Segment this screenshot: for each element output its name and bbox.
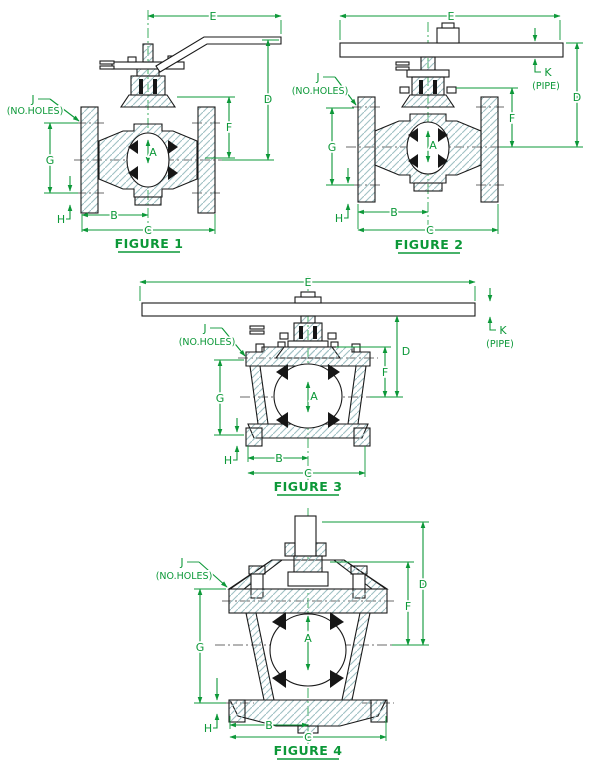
dim-label-G: G [328,141,337,154]
bonnet [400,94,456,108]
dim-label-D: D [573,91,581,104]
dim-label-B: B [390,206,398,219]
figure-4-drawing: D F G H B C A J (NO.HOLES) FIGURE 4 [154,508,429,760]
pipe-handle-bar [339,42,564,58]
dim-label-E: E [448,10,455,23]
left-flange [357,96,376,203]
dim-label-F: F [226,121,232,134]
dim-label-H: H [57,213,65,226]
dim-label-J: J [179,556,183,569]
dim-label-D: D [264,93,272,106]
figure-2-caption: FIGURE 2 [395,237,464,252]
handle-boss [294,296,322,304]
right-wall [341,612,371,701]
right-flange [480,96,499,203]
left-flange [80,106,99,214]
top-flange-ring [245,346,371,367]
bottom-bowl [229,699,387,727]
dim-note-J: (NO.HOLES) [292,86,349,97]
figure-2-drawing: E K (PIPE) D F G H B C A J [290,8,583,254]
right-flange [197,106,216,214]
figure-1-caption: FIGURE 1 [115,236,184,251]
dim-note-J: (NO.HOLES) [156,571,213,582]
dim-label-F: F [382,366,388,379]
body-flange-ring [228,588,388,614]
dimension-annotations: E K (PIPE) D F G H B C A J [139,274,515,482]
dim-label-G: G [216,392,225,405]
figure-4-caption: FIGURE 4 [274,743,343,758]
right-wall [347,365,367,425]
pipe-handle-bar [141,302,476,317]
handle-boss [436,27,460,44]
dim-label-C: C [304,467,312,480]
dim-label-C: C [426,224,434,237]
dim-label-H: H [224,454,232,467]
dimension-annotations: E K (PIPE) D F G H B C A J [290,8,583,239]
dim-label-F: F [509,112,515,125]
stem [142,43,154,63]
dim-label-H: H [335,212,343,225]
figure-1-drawing: E D F G H B C A J (N [5,8,282,253]
dim-label-G: G [46,154,55,167]
dim-note-K: (PIPE) [486,339,514,350]
dim-label-K: K [499,324,507,337]
dim-label-J: J [202,322,206,335]
dim-label-D: D [419,578,427,591]
dim-label-A: A [310,390,318,403]
dim-label-E: E [305,276,312,289]
dim-label-G: G [196,641,205,654]
dim-label-J: J [30,93,34,106]
dimension-annotations: D F G H B C A J (NO.HOLES) [154,521,429,746]
stem [294,515,317,557]
valve-cross-section [141,291,476,447]
dim-label-H: H [204,722,212,735]
dim-label-B: B [265,719,273,732]
valve-cross-section [80,36,282,214]
dim-label-B: B [275,452,283,465]
dim-label-C: C [304,731,312,744]
left-wall [249,365,269,425]
dimension-annotations: E D F G H B C A J (N [5,8,282,239]
dim-label-J: J [315,71,319,84]
dim-note-J: (NO.HOLES) [7,106,64,117]
bonnet [119,94,177,108]
dim-label-B: B [110,209,118,222]
valve-cross-section [339,22,564,203]
dim-label-A: A [149,146,157,159]
dim-note-J: (NO.HOLES) [179,337,236,348]
dim-note-K: (PIPE) [532,81,560,92]
figure-3-drawing: E K (PIPE) D F G H B C A J [139,274,515,496]
dim-label-A: A [429,139,437,152]
dim-label-A: A [304,632,312,645]
dim-label-D: D [402,345,410,358]
dim-label-F: F [405,600,411,613]
dim-label-K: K [544,66,552,79]
dim-label-E: E [210,10,217,23]
figure-3-caption: FIGURE 3 [274,479,343,494]
dim-label-C: C [144,224,152,237]
left-wall [245,612,275,701]
gland-plate [287,340,329,348]
gland-plate [406,69,450,78]
